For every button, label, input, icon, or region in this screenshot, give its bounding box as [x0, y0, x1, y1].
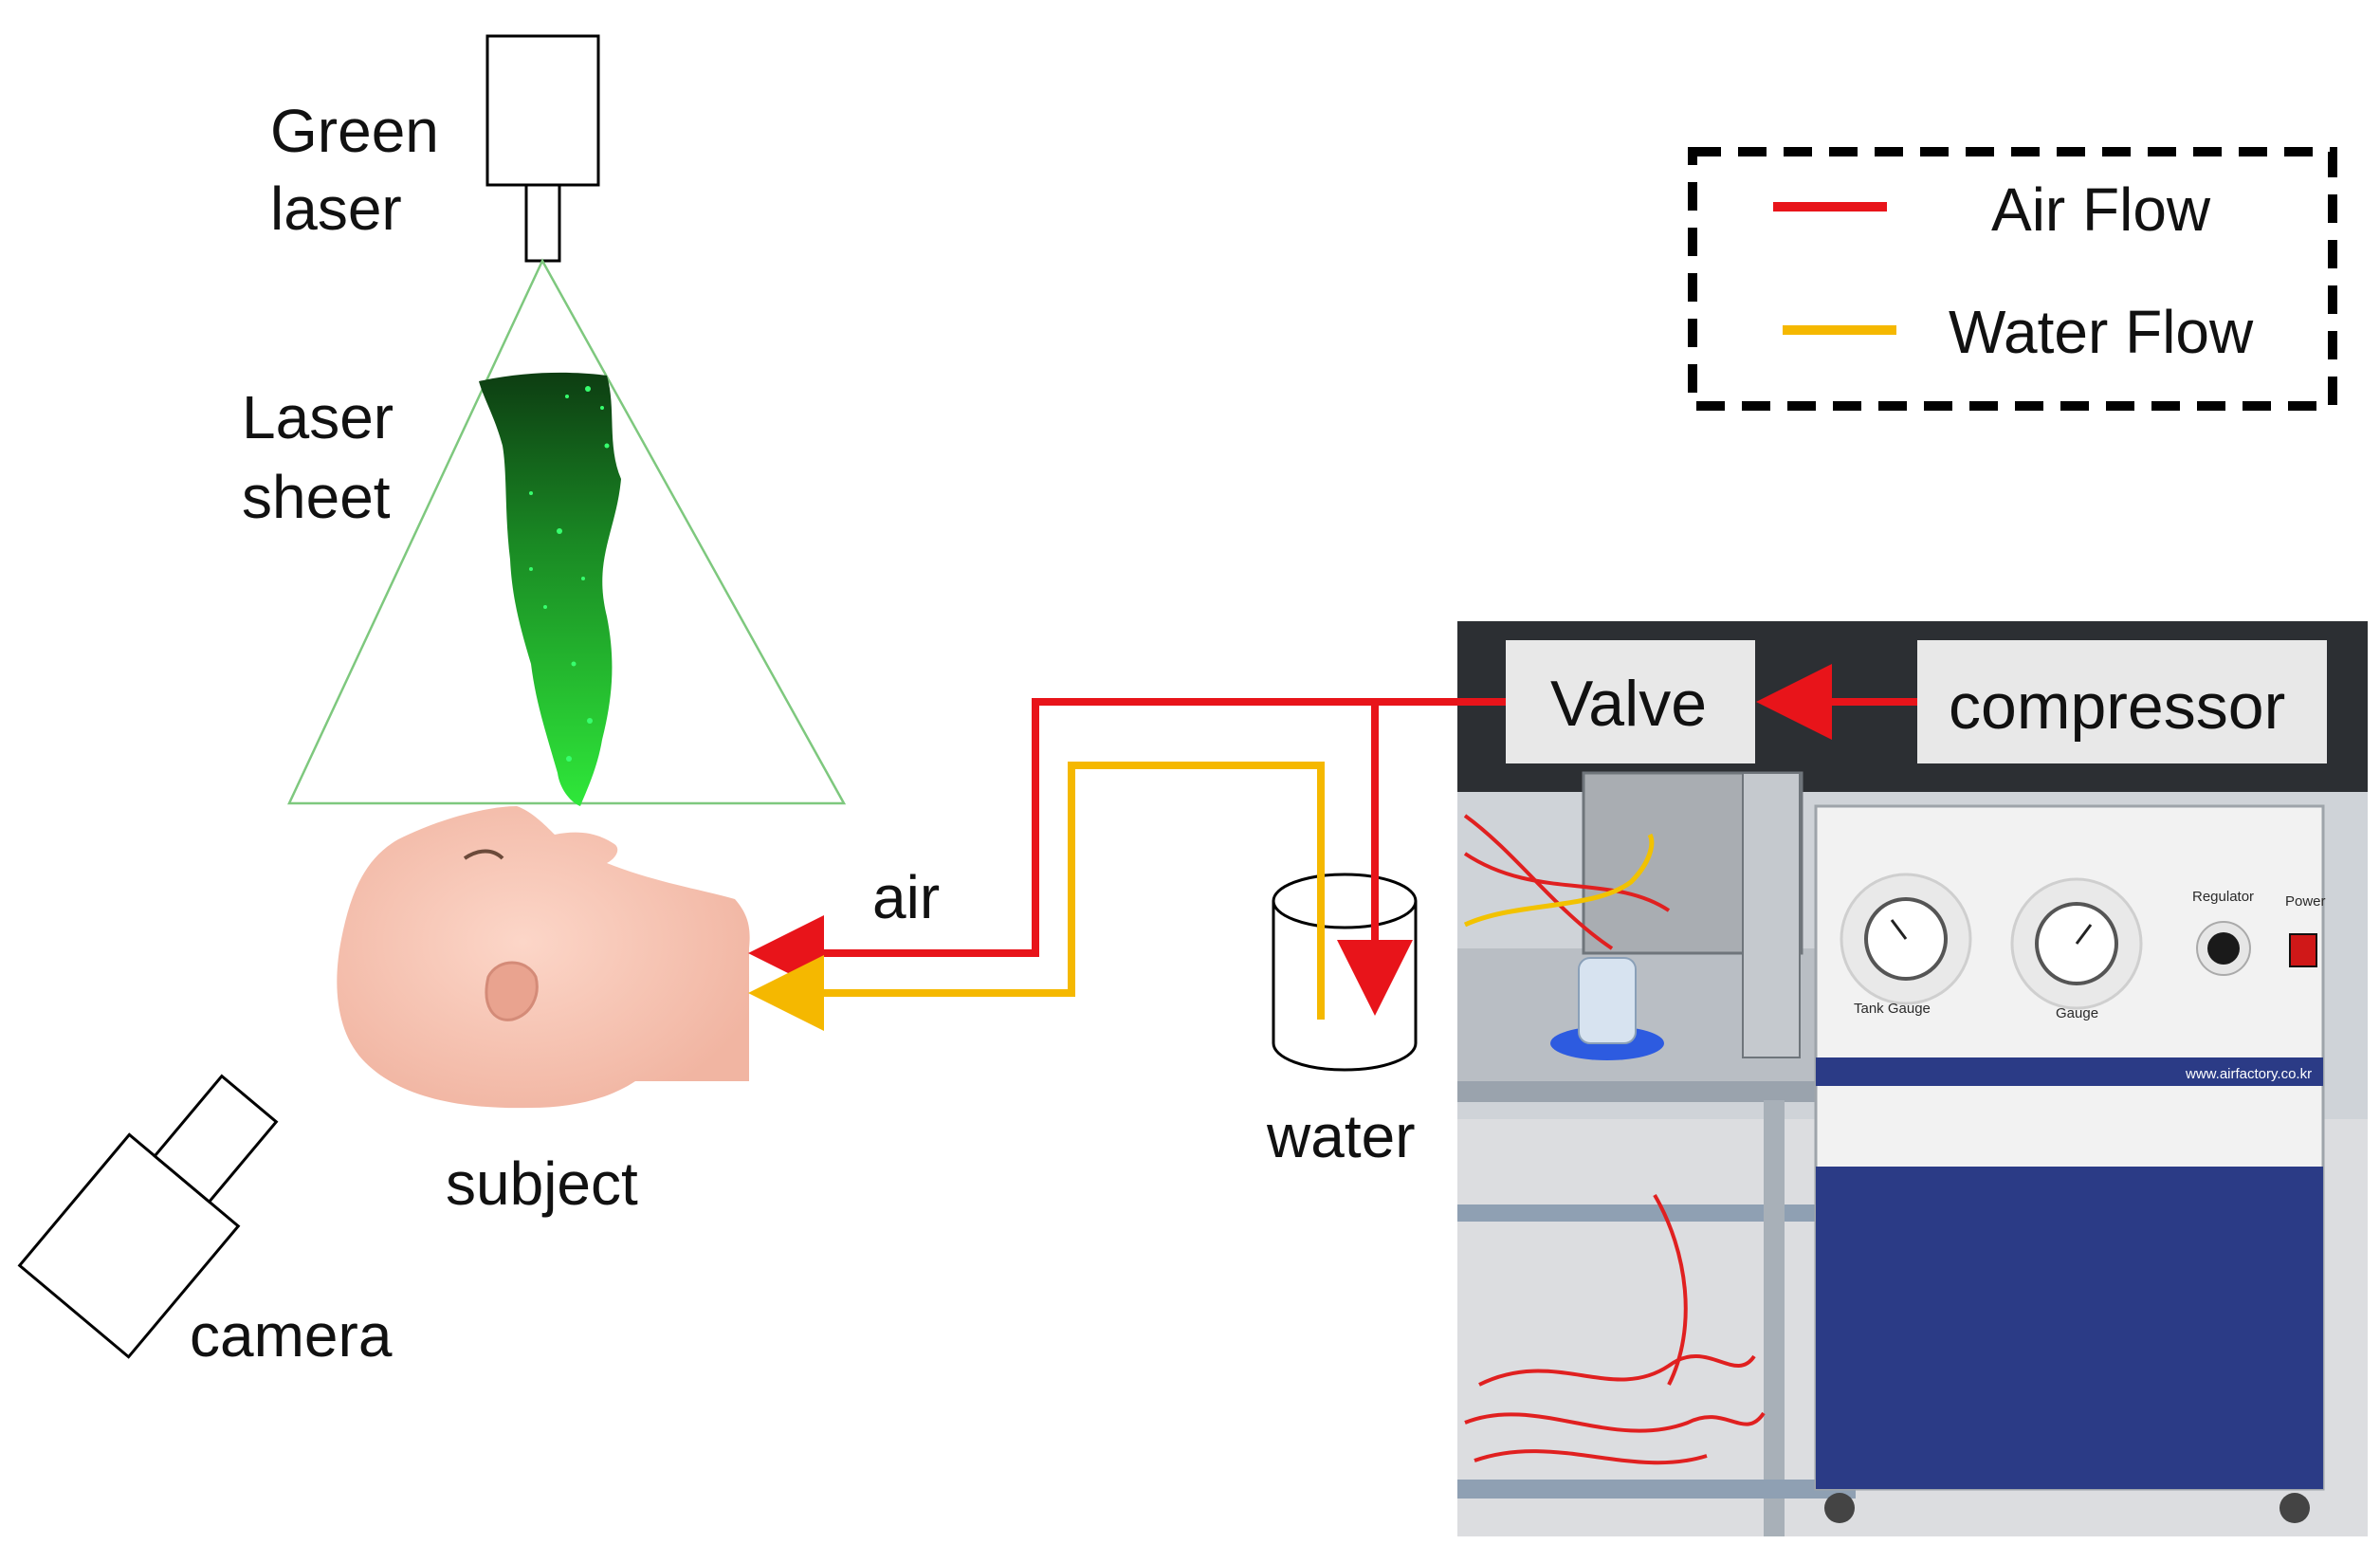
power-switch	[2289, 933, 2317, 967]
tank-gauge	[1840, 873, 1972, 1005]
camera-lens	[153, 1074, 279, 1204]
camera-label: camera	[190, 1301, 393, 1370]
head-shape	[337, 806, 750, 1109]
camera	[17, 1074, 279, 1359]
air-flow-valve-to-subject	[748, 698, 1506, 991]
laser-nozzle	[524, 183, 561, 263]
subject-label: subject	[446, 1149, 638, 1218]
gauge-label: Gauge	[2056, 1005, 2098, 1021]
laser-sheet-label-line2: sheet	[242, 463, 391, 531]
green-laser-label-line1: Green	[270, 97, 439, 165]
air-label: air	[872, 863, 940, 931]
eye	[463, 849, 504, 860]
laser-sheet-plume	[479, 372, 621, 806]
power-label: Power	[2285, 893, 2326, 910]
valve-label: Valve	[1550, 668, 1707, 740]
regulator-label: Regulator	[2192, 889, 2254, 905]
website-label: www.airfactory.co.kr	[2185, 1066, 2312, 1082]
legend-border	[1688, 147, 2337, 411]
laser-sheet-triangle	[287, 258, 847, 805]
gauge	[2010, 877, 2143, 1010]
subject-head	[337, 806, 750, 1109]
green-laser-label-line2: laser	[270, 175, 402, 243]
laser-sheet-label-line1: Laser	[242, 383, 394, 451]
laser-body	[485, 34, 600, 187]
valve-box	[1506, 640, 1755, 763]
legend	[1688, 147, 2337, 411]
plume-speckles	[529, 386, 610, 762]
green-laser	[485, 34, 600, 263]
legend-water-label: Water Flow	[1949, 298, 2254, 366]
water-flow-to-subject	[748, 762, 1325, 1031]
legend-air-label: Air Flow	[1991, 175, 2211, 244]
tank-gauge-label: Tank Gauge	[1854, 1001, 1931, 1017]
water-container	[1272, 873, 1418, 1072]
compressor-label: compressor	[1949, 671, 2285, 743]
regulator-knob	[2196, 921, 2251, 976]
ear	[485, 961, 539, 1021]
water-label: water	[1266, 1102, 1416, 1170]
compressor-box	[1917, 640, 2327, 763]
